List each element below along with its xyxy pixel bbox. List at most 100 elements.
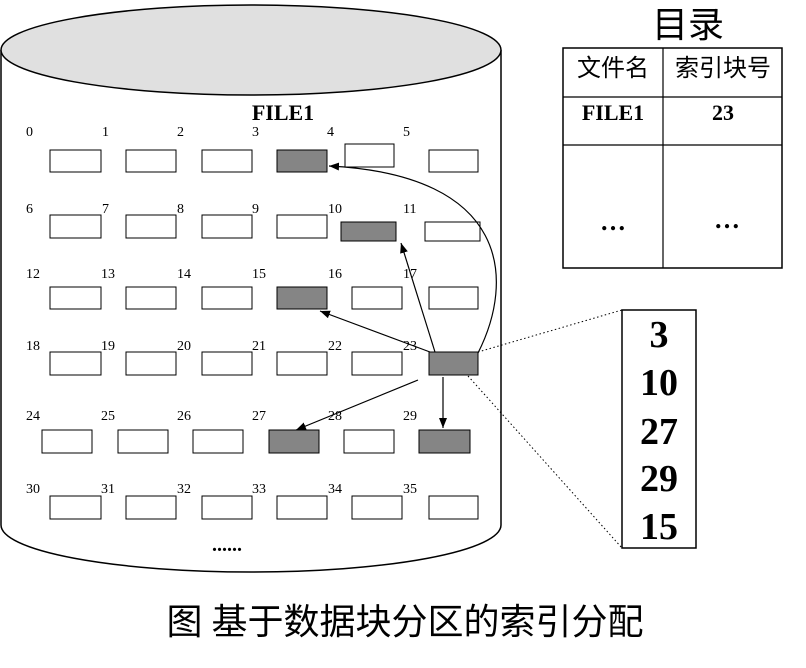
free-block-rect bbox=[49, 495, 102, 520]
block-7: 7 bbox=[102, 202, 177, 239]
block-18: 18 bbox=[26, 339, 102, 376]
free-block-rect bbox=[125, 495, 177, 520]
block-number-label: 34 bbox=[328, 482, 342, 497]
block-number-label: 20 bbox=[177, 339, 191, 354]
block-number-label: 3 bbox=[252, 125, 259, 140]
block-number-label: 29 bbox=[403, 409, 417, 424]
index-entry: 29 bbox=[640, 458, 678, 500]
block-number-label: 30 bbox=[26, 482, 40, 497]
free-block-rect bbox=[201, 495, 253, 520]
free-block-rect bbox=[344, 143, 395, 168]
block-27: 27 bbox=[252, 409, 320, 454]
free-block-rect bbox=[201, 286, 253, 310]
block-number-label: 22 bbox=[328, 339, 342, 354]
block-30: 30 bbox=[26, 482, 102, 520]
block-15: 15 bbox=[252, 267, 328, 310]
free-block-rect bbox=[351, 495, 403, 520]
block-10: 10 bbox=[328, 202, 397, 242]
block-24: 24 bbox=[26, 409, 93, 454]
index-entry: 15 bbox=[640, 506, 678, 548]
block-9: 9 bbox=[252, 202, 328, 239]
directory-cell-index-block: 23 bbox=[712, 100, 734, 125]
block-22: 22 bbox=[328, 339, 403, 376]
index-block-contents: 3 10 27 29 15 bbox=[621, 309, 697, 549]
block-number-label: 25 bbox=[101, 409, 115, 424]
block-35: 35 bbox=[403, 482, 479, 520]
pointer-arrow-to-block-10 bbox=[400, 242, 436, 353]
block-2: 2 bbox=[177, 125, 253, 173]
block-number-label: 7 bbox=[102, 202, 109, 217]
disk-top bbox=[0, 4, 502, 96]
block-21: 21 bbox=[252, 339, 328, 376]
block-number-label: 15 bbox=[252, 267, 266, 282]
file-label: FILE1 bbox=[252, 100, 314, 125]
block-number-label: 33 bbox=[252, 482, 266, 497]
block-number-label: 27 bbox=[252, 409, 266, 424]
free-block-rect bbox=[49, 286, 102, 310]
block-number-label: 16 bbox=[328, 267, 342, 282]
block-number-label: 11 bbox=[403, 202, 416, 217]
free-block-rect bbox=[424, 221, 481, 242]
zoom-line-top bbox=[477, 309, 623, 353]
free-block-rect bbox=[201, 149, 253, 173]
pointer-arrow-to-block-27 bbox=[295, 379, 419, 431]
block-4: 4 bbox=[327, 125, 395, 168]
block-number-label: 2 bbox=[177, 125, 184, 140]
block-number-label: 6 bbox=[26, 202, 33, 217]
free-block-rect bbox=[428, 495, 479, 520]
block-3: 3 bbox=[252, 125, 328, 173]
block-20: 20 bbox=[177, 339, 253, 376]
index-entry: 10 bbox=[640, 362, 678, 404]
block-26: 26 bbox=[177, 409, 244, 454]
pointer-arrow-to-block-15 bbox=[319, 310, 431, 353]
free-block-rect bbox=[276, 214, 328, 239]
allocated-block-rect bbox=[276, 149, 328, 173]
free-block-rect bbox=[428, 286, 479, 310]
free-block-rect bbox=[201, 351, 253, 376]
disk-body bbox=[0, 50, 502, 573]
more-blocks-ellipsis: ...... bbox=[212, 534, 242, 556]
block-number-label: 12 bbox=[26, 267, 40, 282]
block-number-label: 10 bbox=[328, 202, 342, 217]
block-number-label: 1 bbox=[102, 125, 109, 140]
free-block-rect bbox=[351, 351, 403, 376]
directory-header-index-block: 索引块号 bbox=[675, 55, 771, 82]
free-block-rect bbox=[276, 351, 328, 376]
block-number-label: 17 bbox=[403, 267, 417, 282]
block-16: 16 bbox=[328, 267, 403, 310]
directory-title: 目录 bbox=[652, 5, 724, 45]
block-8: 8 bbox=[177, 202, 253, 239]
block-34: 34 bbox=[328, 482, 403, 520]
directory-cell-more: … bbox=[714, 205, 740, 234]
zoom-line-bottom bbox=[467, 375, 623, 549]
free-block-rect bbox=[49, 214, 102, 239]
free-block-rect bbox=[125, 149, 177, 173]
block-number-label: 9 bbox=[252, 202, 259, 217]
index-block-rect bbox=[428, 351, 479, 376]
free-block-rect bbox=[125, 286, 177, 310]
block-number-label: 26 bbox=[177, 409, 191, 424]
block-number-label: 35 bbox=[403, 482, 417, 497]
block-0: 0 bbox=[26, 125, 102, 173]
free-block-rect bbox=[428, 149, 479, 173]
allocated-block-rect bbox=[340, 221, 397, 242]
index-pointers bbox=[295, 162, 497, 431]
allocated-block-rect bbox=[418, 429, 471, 454]
block-number-label: 13 bbox=[101, 267, 115, 282]
block-31: 31 bbox=[101, 482, 177, 520]
block-number-label: 8 bbox=[177, 202, 184, 217]
block-number-label: 21 bbox=[252, 339, 266, 354]
free-block-rect bbox=[125, 214, 177, 239]
free-block-rect bbox=[351, 286, 403, 310]
block-number-label: 5 bbox=[403, 125, 410, 140]
free-block-rect bbox=[125, 351, 177, 376]
free-block-rect bbox=[49, 149, 102, 173]
block-6: 6 bbox=[26, 202, 102, 239]
block-5: 5 bbox=[403, 125, 479, 173]
block-number-label: 24 bbox=[26, 409, 40, 424]
block-33: 33 bbox=[252, 482, 328, 520]
block-19: 19 bbox=[101, 339, 177, 376]
block-29: 29 bbox=[403, 409, 471, 454]
free-block-rect bbox=[117, 429, 169, 454]
